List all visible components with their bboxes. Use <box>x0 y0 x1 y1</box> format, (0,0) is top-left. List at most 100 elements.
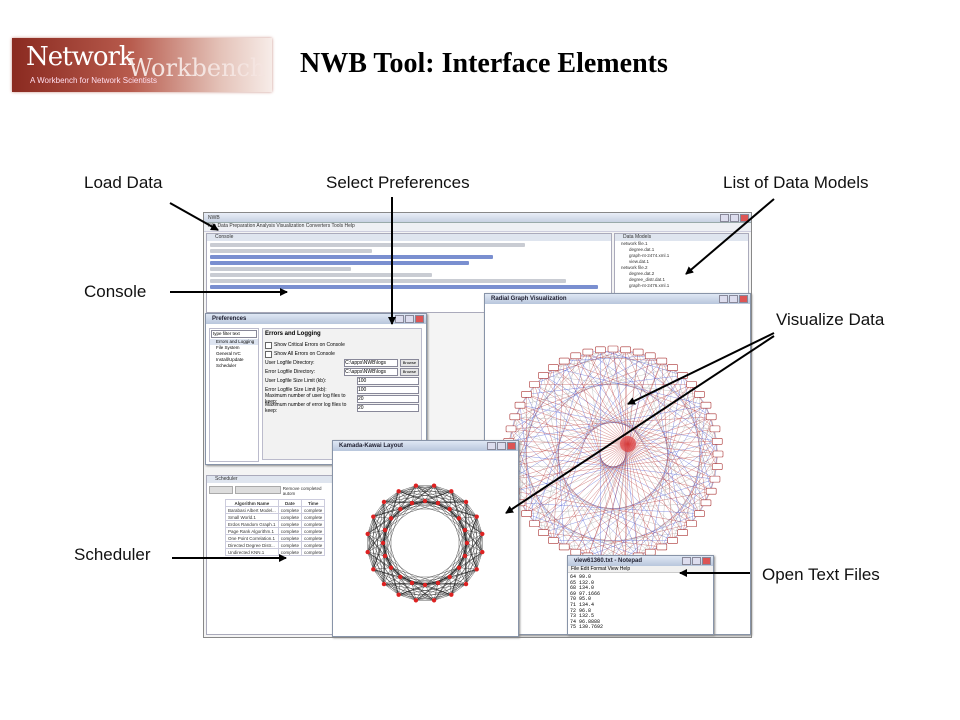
kk-node[interactable] <box>388 565 394 570</box>
radial-node[interactable] <box>582 348 594 356</box>
checkbox[interactable] <box>265 341 272 349</box>
data-model-item[interactable]: graph-nt-2476.xml.1 <box>629 283 670 288</box>
max-error-logs-input[interactable]: 20 <box>357 404 419 412</box>
minimize-button[interactable] <box>682 557 691 565</box>
kk-node[interactable] <box>431 598 437 603</box>
radial-node[interactable] <box>505 425 517 433</box>
kk-node[interactable] <box>456 516 462 521</box>
radial-node[interactable] <box>607 345 619 353</box>
radial-node[interactable] <box>656 543 668 551</box>
radial-node[interactable] <box>514 401 526 409</box>
kk-node[interactable] <box>381 581 387 587</box>
close-button[interactable] <box>702 557 711 565</box>
kk-node[interactable] <box>447 506 452 512</box>
kk-node[interactable] <box>456 565 462 570</box>
maximize-button[interactable] <box>692 557 701 565</box>
radial-node[interactable] <box>595 346 606 354</box>
error-log-size-input[interactable]: 100 <box>357 386 419 394</box>
minimize-button[interactable] <box>487 442 496 450</box>
radial-node[interactable] <box>709 425 721 433</box>
data-model-item[interactable]: graph-nt-2474.xml.1 <box>629 253 670 258</box>
kk-node[interactable] <box>398 574 403 580</box>
radial-node[interactable] <box>705 413 717 421</box>
kk-node[interactable] <box>365 549 370 555</box>
kk-node[interactable] <box>409 500 415 506</box>
radial-node[interactable] <box>709 475 721 483</box>
max-user-logs-input[interactable]: 20 <box>357 395 419 403</box>
kk-node[interactable] <box>449 489 454 494</box>
radial-node[interactable] <box>694 510 705 517</box>
radial-node[interactable] <box>521 510 532 517</box>
kk-node[interactable] <box>449 592 454 597</box>
kk-node[interactable] <box>431 483 437 488</box>
radial-node[interactable] <box>538 529 549 536</box>
data-model-item[interactable]: degree.dat.1 <box>629 247 655 252</box>
tree-item[interactable]: Scheduler <box>216 363 237 368</box>
kk-node[interactable] <box>396 489 401 494</box>
maximize-button[interactable] <box>497 442 506 450</box>
radial-node[interactable] <box>538 372 549 379</box>
radial-node[interactable] <box>521 391 532 398</box>
maximize-button[interactable] <box>405 315 414 323</box>
kk-node[interactable] <box>413 598 419 603</box>
scheduler-remove-button[interactable] <box>209 486 233 494</box>
kk-node[interactable] <box>480 531 485 537</box>
radial-node[interactable] <box>677 372 688 379</box>
radial-node[interactable] <box>558 357 570 365</box>
scheduler-remove-all-button[interactable] <box>234 486 281 494</box>
column-header[interactable]: Date <box>277 499 303 507</box>
minimize-button[interactable] <box>719 295 728 303</box>
radial-node[interactable] <box>570 352 582 360</box>
tree-item[interactable]: File System <box>216 345 240 350</box>
remove-completed-checkbox[interactable]: Remove completed autom <box>282 486 322 496</box>
radial-node[interactable] <box>656 357 668 365</box>
kk-node[interactable] <box>382 527 388 533</box>
radial-node[interactable] <box>667 364 678 371</box>
radial-node[interactable] <box>700 401 712 409</box>
browse-button[interactable]: Browse <box>399 359 419 367</box>
radial-node[interactable] <box>712 450 724 458</box>
browse-button[interactable]: Browse <box>399 368 419 376</box>
data-model-item[interactable]: network file.2 <box>621 265 648 270</box>
radial-node[interactable] <box>558 543 570 551</box>
kk-node[interactable] <box>388 516 394 521</box>
radial-node[interactable] <box>644 352 656 360</box>
minimize-button[interactable] <box>395 315 404 323</box>
radial-node[interactable] <box>548 364 559 371</box>
radial-node[interactable] <box>529 381 540 388</box>
radial-node[interactable] <box>711 438 723 445</box>
tree-item[interactable]: Errors and Logging <box>210 339 258 345</box>
user-log-size-input[interactable]: 100 <box>357 377 419 385</box>
kk-node[interactable] <box>435 500 441 506</box>
kk-node[interactable] <box>464 540 470 546</box>
close-button[interactable] <box>739 295 748 303</box>
radial-node[interactable] <box>620 346 631 354</box>
kk-node[interactable] <box>422 498 428 504</box>
minimize-button[interactable] <box>720 214 729 222</box>
radial-node[interactable] <box>711 463 723 470</box>
kk-node[interactable] <box>463 499 469 505</box>
kk-node[interactable] <box>422 582 428 588</box>
error-logfile-dir-input[interactable]: C:\apps\NWB\logs <box>344 368 398 376</box>
kk-node[interactable] <box>371 514 376 519</box>
checkbox[interactable] <box>265 350 272 358</box>
radial-node[interactable] <box>705 487 717 495</box>
kk-node[interactable] <box>409 580 415 586</box>
kk-node[interactable] <box>371 567 376 572</box>
column-header[interactable]: Time <box>301 499 326 507</box>
radial-node[interactable] <box>686 381 697 388</box>
notepad-menubar[interactable]: File Edit Format View Help <box>568 566 713 573</box>
kk-node[interactable] <box>381 499 387 505</box>
column-header[interactable]: Algorithm Name <box>225 499 279 507</box>
user-logfile-dir-input[interactable]: C:\apps\NWB\logs <box>344 359 398 367</box>
kk-node[interactable] <box>380 540 386 546</box>
tree-item[interactable]: Install/Update <box>216 357 244 362</box>
kk-node[interactable] <box>474 567 479 572</box>
kamada-kawai-canvas[interactable] <box>333 451 518 636</box>
kk-node[interactable] <box>462 527 468 533</box>
